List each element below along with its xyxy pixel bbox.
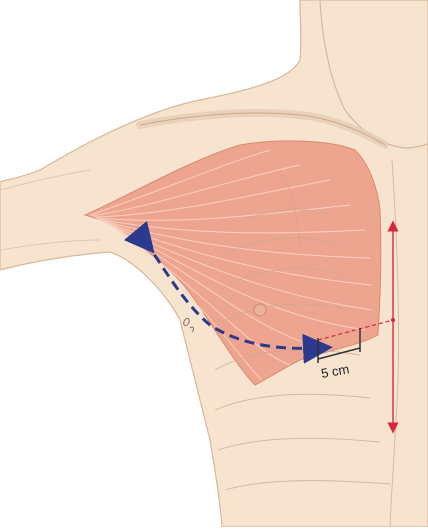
intersection-mark <box>391 318 395 322</box>
nipple <box>254 304 266 316</box>
